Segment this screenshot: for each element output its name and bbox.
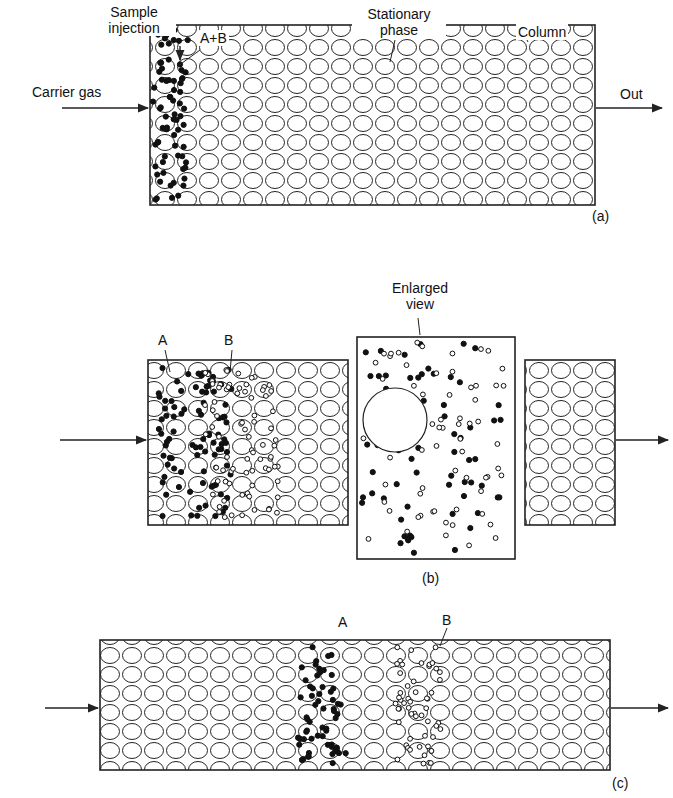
solute-b-band: [203, 368, 281, 520]
leader-line: [390, 40, 395, 62]
outlet-arrow: [596, 107, 662, 108]
panel-label: (c): [610, 775, 630, 791]
leader-line: [165, 350, 170, 372]
callout-label: Sample injection: [92, 4, 176, 36]
sample-label: A+B: [198, 30, 229, 46]
component-label: A: [156, 332, 169, 348]
component-label: B: [222, 332, 235, 348]
leader-line: [440, 628, 447, 646]
column-c: [100, 640, 610, 770]
callout-label: Stationary phase: [352, 6, 446, 38]
outlet-arrow: [616, 439, 668, 440]
callout-label: Column: [516, 24, 568, 40]
carrier-gas-arrow: [62, 107, 148, 108]
leader-line: [418, 318, 420, 335]
leader-line: [230, 350, 232, 372]
solute-a-band: [295, 645, 348, 766]
flow-label: Out: [618, 86, 645, 102]
solute-b-band: [393, 645, 443, 766]
column-b-left: [148, 360, 348, 525]
carrier-gas-arrow: [45, 707, 98, 708]
carrier-gas-arrow: [60, 439, 146, 440]
solute-b-band: [361, 340, 506, 548]
packing-particle: [363, 388, 427, 452]
solute-a-band: [150, 27, 190, 202]
outlet-arrow: [611, 707, 668, 708]
column-b-right: [525, 360, 615, 525]
callout-label: Enlarged view: [378, 280, 462, 312]
flow-label: Carrier gas: [30, 84, 103, 100]
solute-a-band: [360, 341, 504, 555]
injection-arrow: [179, 46, 180, 60]
enlarged-view-box: [357, 337, 515, 559]
panel-label: (a): [590, 208, 611, 224]
column-a: [150, 25, 595, 205]
panel-label: (b): [420, 570, 441, 586]
component-label: B: [440, 612, 453, 628]
component-label: A: [336, 614, 349, 630]
leader-line: [178, 50, 200, 66]
solute-a-band: [156, 365, 234, 518]
